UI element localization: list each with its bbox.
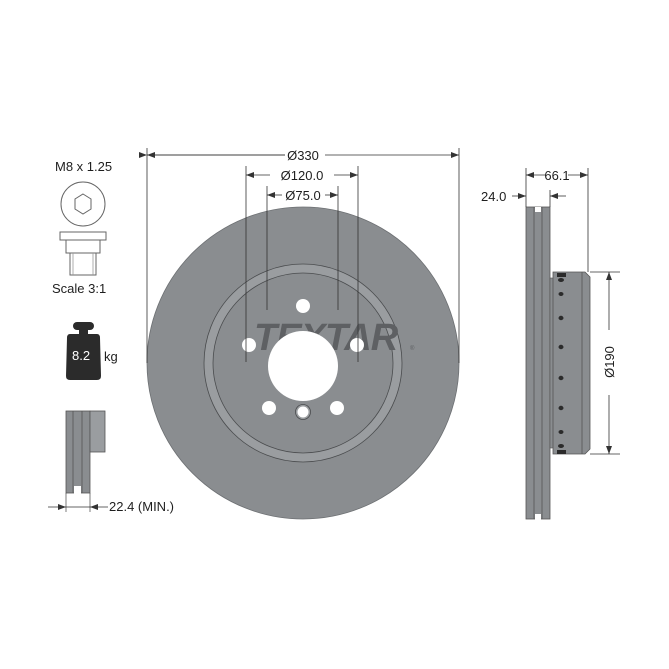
front-dimensions <box>139 148 460 363</box>
min-thickness-section <box>48 410 108 512</box>
bolt-thread-label: M8 x 1.25 <box>55 159 112 174</box>
hat-diameter-label: Ø190 <box>602 346 617 378</box>
min-thickness-label: 22.4 (MIN.) <box>109 499 174 514</box>
weight-value: 8.2 <box>72 348 90 363</box>
overall-height-label: 66.1 <box>544 168 569 183</box>
disc-holes <box>242 299 364 420</box>
center-bore <box>268 331 338 401</box>
svg-text:®: ® <box>410 345 415 352</box>
disc-side-view <box>525 206 591 520</box>
stud-hole <box>350 338 364 352</box>
bolt-icon <box>59 181 107 276</box>
side-dimensions <box>512 168 620 455</box>
thickness-label: 24.0 <box>481 189 506 204</box>
stud-hole <box>330 401 344 415</box>
stud-hole <box>242 338 256 352</box>
weight-icon <box>66 322 101 380</box>
stud-hole <box>296 299 310 313</box>
outer-diameter-label: Ø330 <box>287 148 319 163</box>
stud-hole <box>262 401 276 415</box>
weight-unit: kg <box>104 349 118 364</box>
bolt-scale-label: Scale 3:1 <box>52 281 106 296</box>
bolt-circle-label: Ø120.0 <box>281 168 324 183</box>
center-bore-label: Ø75.0 <box>285 188 320 203</box>
locating-hole <box>297 406 309 418</box>
